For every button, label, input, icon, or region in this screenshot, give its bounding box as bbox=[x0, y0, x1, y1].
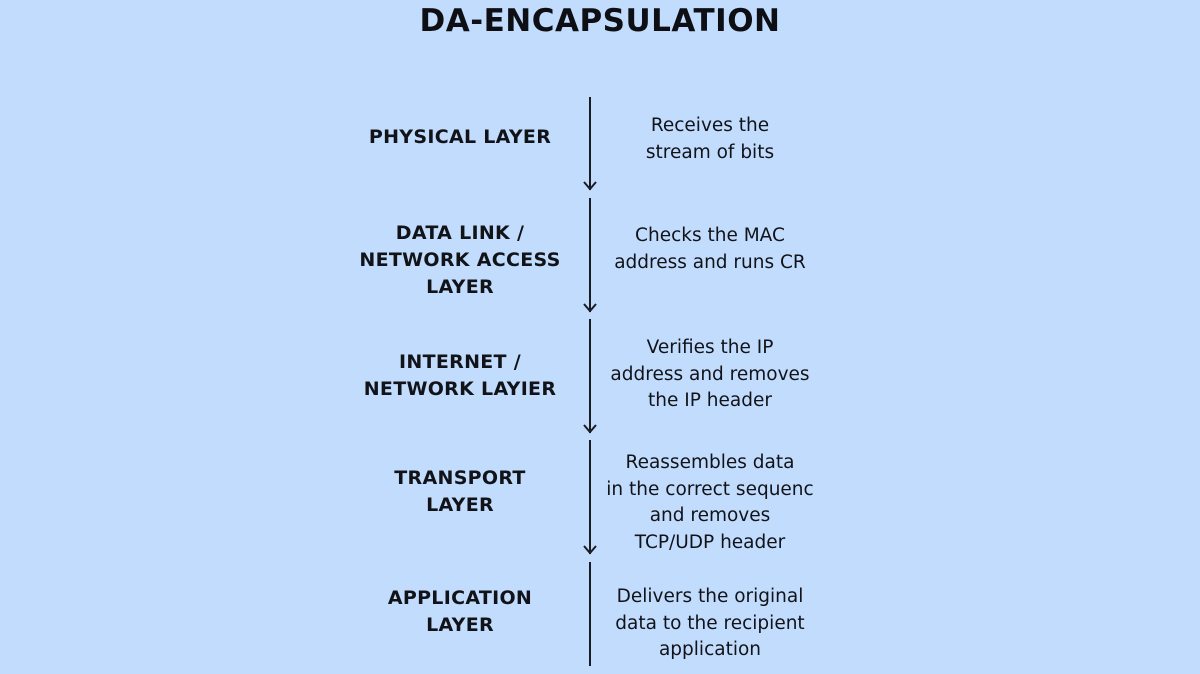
arrow-down-icon bbox=[583, 303, 597, 313]
layer-label: TRANSPORT LAYER bbox=[345, 465, 575, 519]
layer-description: Reassembles data in the correct sequenc … bbox=[592, 450, 828, 556]
connector-application bbox=[589, 562, 591, 666]
arrow-down-icon bbox=[583, 545, 597, 555]
layer-label: DATA LINK / NETWORK ACCESS LAYER bbox=[345, 220, 575, 301]
description-line: Receives the bbox=[650, 115, 770, 136]
connector-physical bbox=[583, 97, 597, 191]
layer-label: APPLICATION LAYER bbox=[345, 585, 575, 639]
layer-description: Receives the stream of bits bbox=[600, 113, 820, 166]
label-line: APPLICATION bbox=[387, 587, 533, 609]
description-line: application bbox=[658, 639, 762, 660]
description-line: TCP/UDP header bbox=[634, 531, 786, 553]
label-line: LAYER bbox=[426, 494, 494, 516]
description-line: data to the recipient bbox=[615, 612, 805, 634]
connector-internet bbox=[583, 319, 597, 434]
layer-description: Delivers the original data to the recipi… bbox=[592, 584, 828, 664]
layer-description: Verifies the IP address and removes the … bbox=[592, 335, 828, 415]
description-line: Checks the MAC bbox=[635, 225, 785, 246]
label-line: LAYER bbox=[426, 276, 494, 298]
label-line: PHYSICAL LAYER bbox=[368, 126, 552, 148]
layer-label: PHYSICAL LAYER bbox=[345, 124, 575, 151]
description-line: Reassembles data bbox=[625, 452, 795, 473]
description-line: Verifies the IP bbox=[646, 337, 774, 358]
layer-description: Checks the MAC address and runs CR bbox=[592, 223, 828, 276]
description-line: address and runs CR bbox=[614, 251, 806, 273]
label-line: NETWORK LAYIER bbox=[363, 378, 557, 400]
diagram-title: DA-ENCAPSULATION bbox=[419, 3, 781, 39]
layer-label: INTERNET / NETWORK LAYIER bbox=[345, 349, 575, 403]
description-line: stream of bits bbox=[645, 141, 775, 163]
description-line: Delivers the original bbox=[616, 586, 804, 607]
connector-transport bbox=[583, 440, 597, 555]
arrow-down-icon bbox=[583, 181, 597, 191]
description-line: address and removes bbox=[610, 363, 810, 385]
label-line: TRANSPORT bbox=[394, 467, 526, 489]
label-line: LAYER bbox=[426, 614, 494, 636]
description-line: in the correct sequenc bbox=[606, 478, 814, 500]
label-line: DATA LINK / bbox=[395, 222, 525, 244]
description-line: and removes bbox=[649, 505, 771, 526]
connector-data-link bbox=[583, 198, 597, 313]
label-line: INTERNET / bbox=[399, 351, 521, 373]
label-line: NETWORK ACCESS bbox=[359, 249, 561, 271]
arrow-down-icon bbox=[583, 424, 597, 434]
description-line: the IP header bbox=[648, 390, 772, 411]
